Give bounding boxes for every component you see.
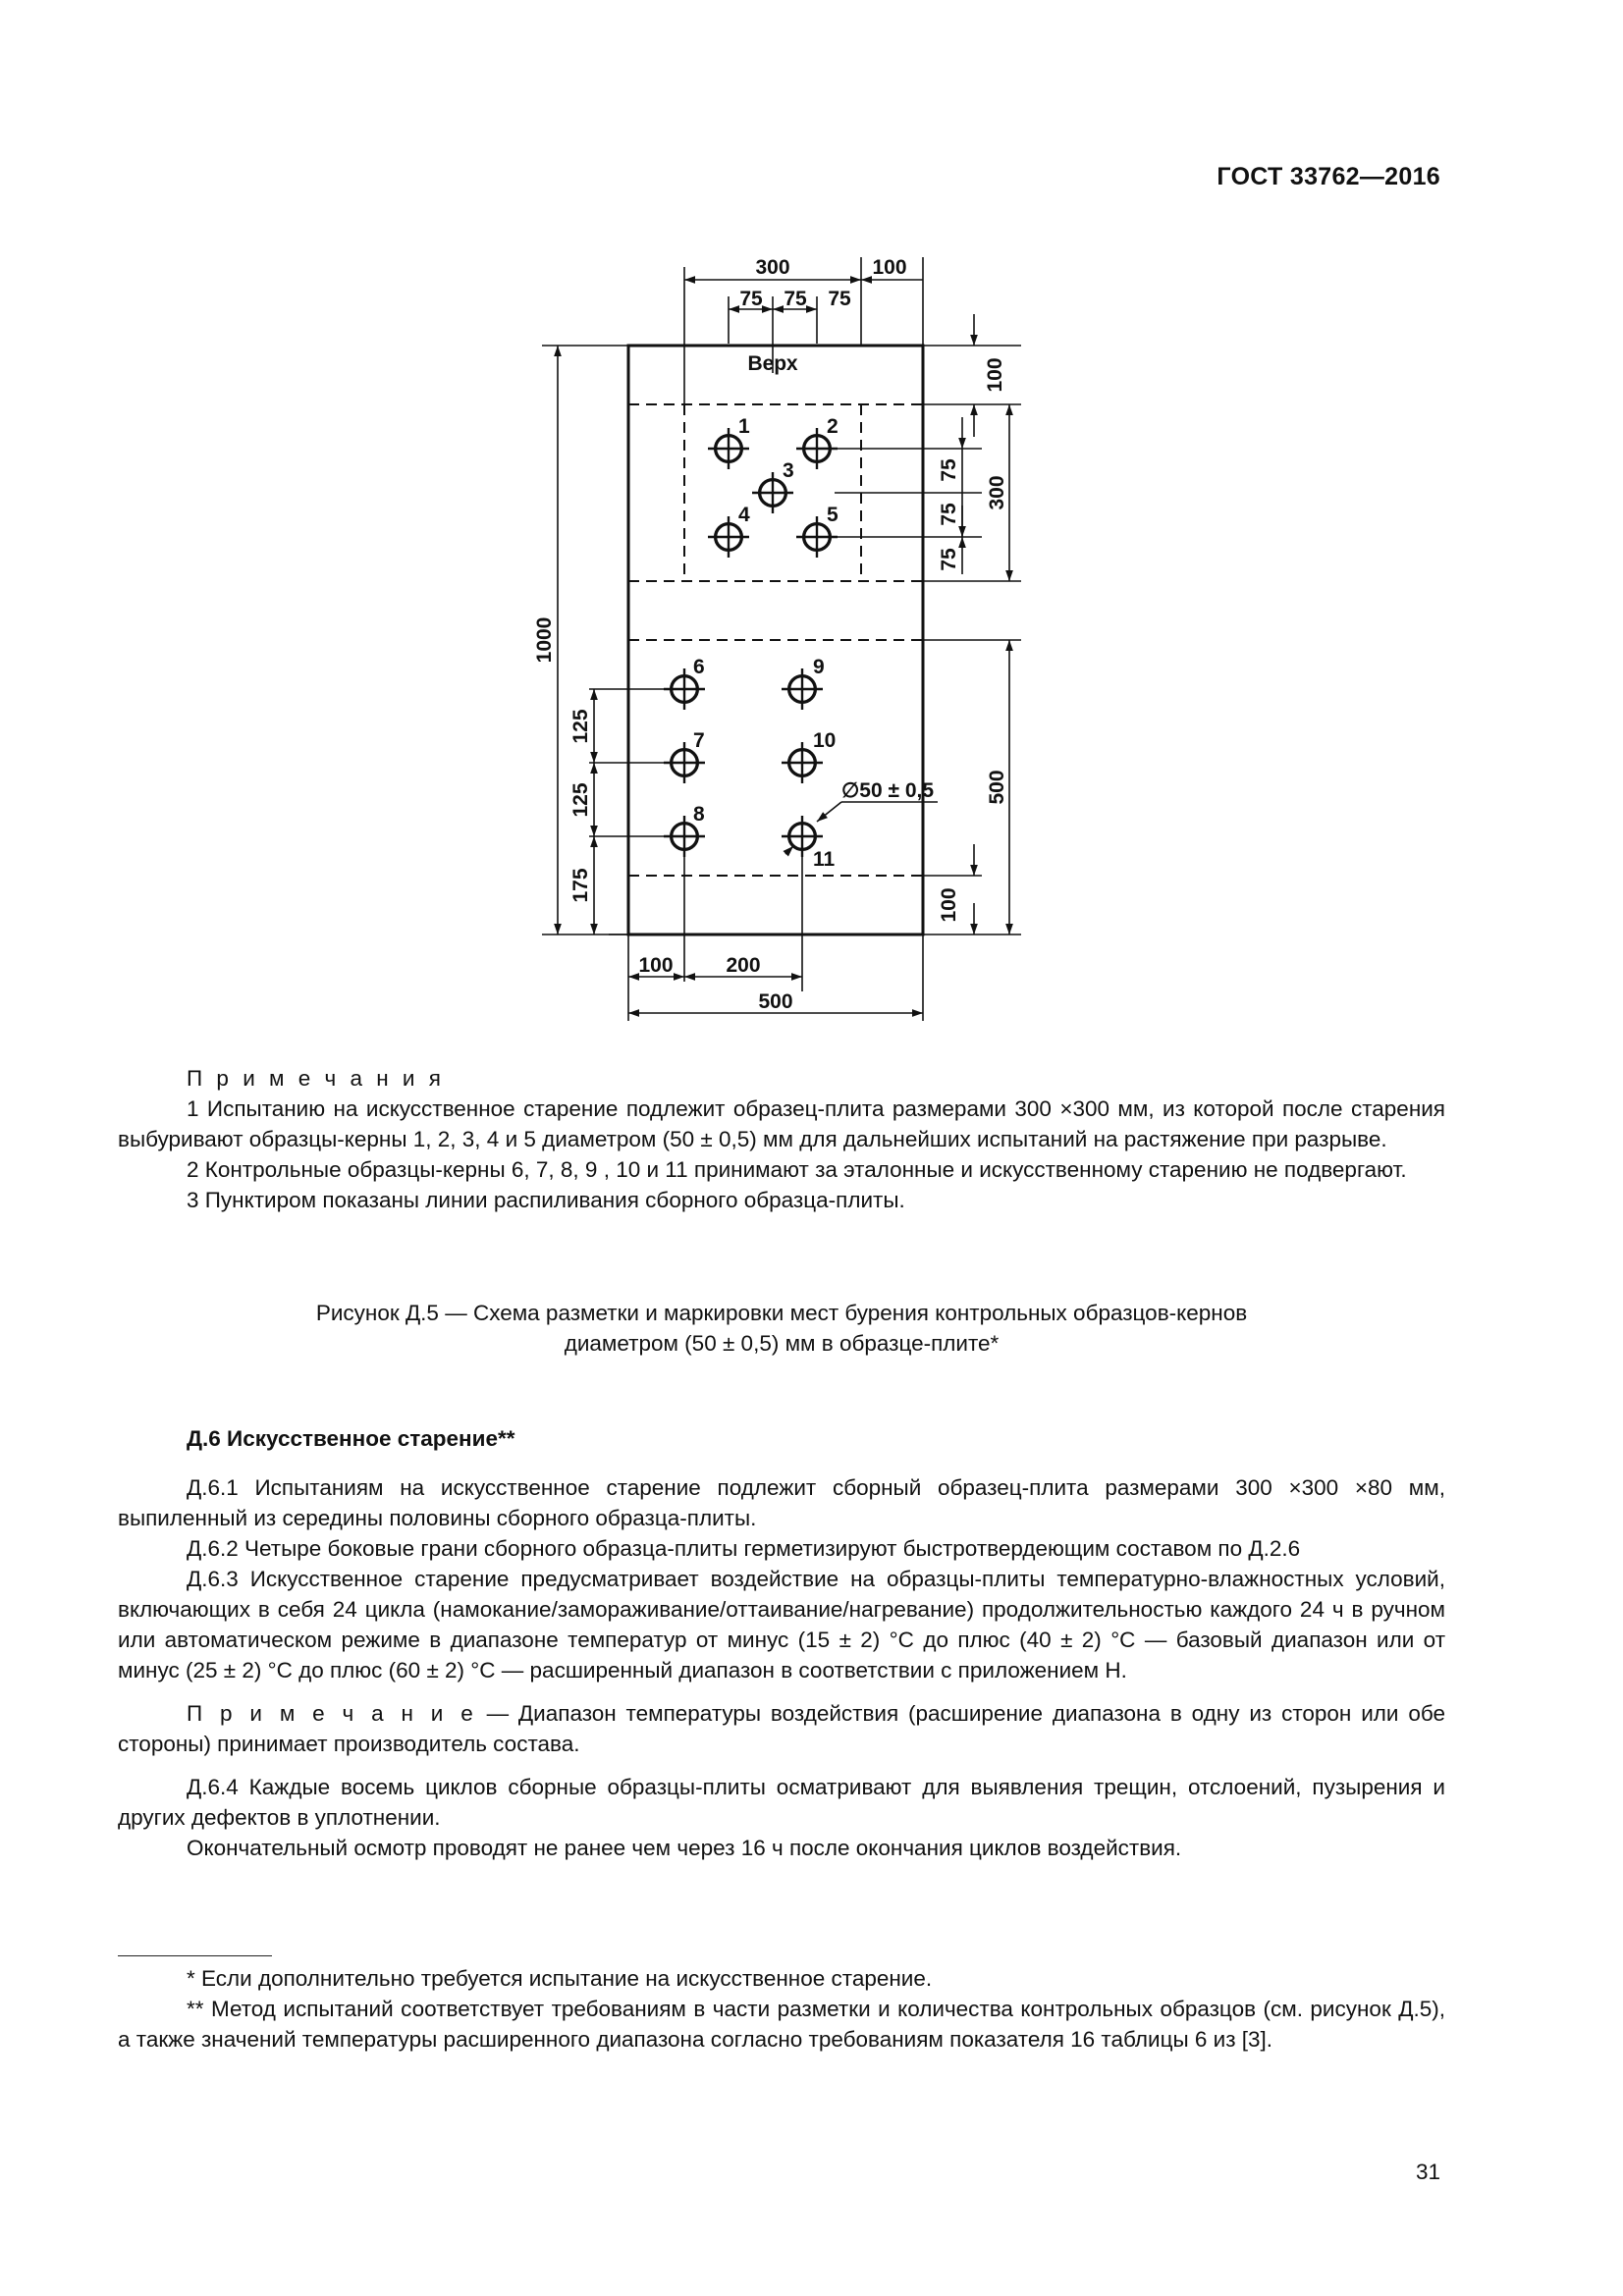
dim-right-75b: 75 [938,503,960,526]
dim-left-1000: 1000 [533,617,556,664]
note-text: — Диапазон температуры воздействия (расш… [118,1701,1445,1756]
paragraph-d64: Д.6.4 Каждые восемь циклов сборные образ… [118,1775,1445,1830]
section-heading: Д.6 Искусственное старение** [187,1426,515,1451]
dim-bottom-100: 100 [638,954,673,977]
section-note: П р и м е ч а н и е — Диапазон температу… [118,1698,1445,1759]
dim-left-125a: 125 [569,709,592,743]
dim-top-300: 300 [755,256,789,279]
saw-lines [628,403,923,877]
dim-right-300: 300 [986,475,1008,509]
note-label: П р и м е ч а н и е [187,1701,477,1726]
core-layout-drawing: 300 100 75 75 75 Верх 1000 125 125 175 1… [533,256,1021,1021]
top-label: Верх [747,352,797,375]
core-label-7: 7 [693,729,705,752]
dim-right-500: 500 [986,770,1008,804]
standard-number: ГОСТ 33762—2016 [1217,163,1440,190]
core-label-1: 1 [738,415,750,438]
dim-right-75c: 75 [938,548,960,571]
dim-top-75b: 75 [784,288,807,310]
note-3: 3 Пунктиром показаны линии распиливания … [187,1188,905,1212]
dim-left-175: 175 [569,868,592,902]
dim-top-100: 100 [872,256,906,279]
figure-notes: П р и м е ч а н и я 1 Испытанию на искус… [118,1063,1445,1215]
core-label-2: 2 [827,415,839,438]
dim-top-75c: 75 [828,288,851,310]
dim-right-100-top: 100 [984,357,1006,392]
paragraph-d62: Д.6.2 Четыре боковые грани сборного обра… [187,1536,1301,1561]
dim-right-75a: 75 [938,458,960,482]
core-label-4: 4 [738,504,750,526]
dim-bottom-500: 500 [758,990,792,1013]
caption-line-2: диаметром (50 ± 0,5) мм в образце-плите* [564,1331,1000,1356]
core-label-10: 10 [813,729,836,752]
page-number: 31 [1415,2160,1440,2184]
footnote-1: * Если дополнительно требуется испытание… [187,1966,933,1991]
section-d6: Д.6 Искусственное старение** Д.6.1 Испыт… [118,1423,1445,1863]
core-label-3: 3 [783,459,794,482]
core-label-6: 6 [693,656,705,678]
note-2: 2 Контрольные образцы-керны 6, 7, 8, 9 ,… [187,1157,1407,1182]
footnote-divider [118,1955,272,1956]
core-label-9: 9 [813,656,825,678]
core-label-11: 11 [813,848,836,871]
dim-bottom-200: 200 [726,954,760,977]
notes-heading: П р и м е ч а н и я [187,1066,445,1091]
dim-left-125b: 125 [569,782,592,817]
footnotes: * Если дополнительно требуется испытание… [118,1963,1445,2055]
caption-line-1: Рисунок Д.5 — Схема разметки и маркировк… [315,1301,1248,1325]
note-1: 1 Испытанию на искусственное старение по… [118,1096,1445,1151]
paragraph-d61: Д.6.1 Испытаниям на искусственное старен… [118,1475,1445,1530]
dim-right-100-bottom: 100 [938,887,960,922]
core-label-8: 8 [693,803,705,826]
dim-top-75a: 75 [739,288,763,310]
paragraph-final-inspection: Окончательный осмотр проводят не ранее ч… [187,1836,1182,1860]
core-label-5: 5 [827,504,839,526]
diameter-label: ∅50 ± 0,5 [841,779,934,802]
paragraph-d63: Д.6.3 Искусственное старение предусматри… [118,1567,1445,1682]
footnote-2: ** Метод испытаний соответствует требова… [118,1997,1445,2052]
figure-caption: Рисунок Д.5 — Схема разметки и маркировк… [118,1298,1445,1359]
